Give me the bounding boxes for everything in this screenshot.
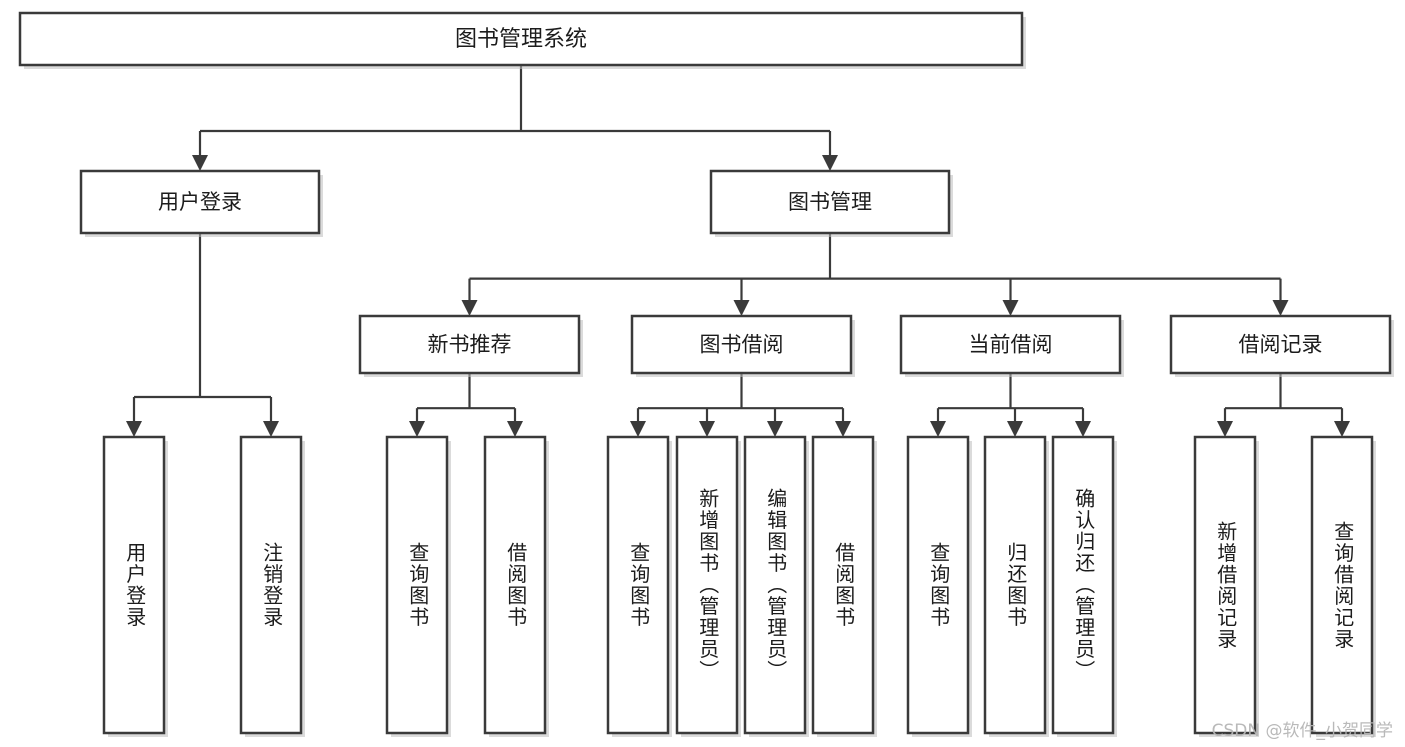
edge-group-book-manage xyxy=(461,233,1289,316)
edge-arrowhead xyxy=(507,421,523,437)
edge-arrowhead xyxy=(699,421,715,437)
edge-arrowhead xyxy=(767,421,783,437)
edge-arrowhead xyxy=(126,421,142,437)
node-user-login[interactable]: 用户登录 xyxy=(79,169,323,237)
node-borrow-record[interactable]: 借阅记录 xyxy=(1169,314,1394,377)
node-leaf-edit-book[interactable] xyxy=(743,435,809,737)
edge-arrowhead xyxy=(1272,300,1289,316)
edge-arrowhead xyxy=(263,421,279,437)
node-leaf-query-book-borrow[interactable] xyxy=(606,435,672,737)
node-leaf-query-book-rec[interactable] xyxy=(385,435,451,737)
node-leaf-user-login[interactable] xyxy=(102,435,168,737)
node-leaf-query-record[interactable] xyxy=(1310,435,1376,737)
node-leaf-user-logout[interactable] xyxy=(239,435,305,737)
edge-group-new-book-recommend xyxy=(409,373,523,437)
node-label: 当前借阅 xyxy=(969,333,1053,357)
edge-arrowhead xyxy=(461,300,478,316)
edge-arrowhead xyxy=(192,155,208,171)
edge-group-current-borrow xyxy=(930,373,1091,437)
edge-arrowhead xyxy=(1002,300,1019,316)
edge-group-root xyxy=(192,65,838,171)
node-label: 图书管理系统 xyxy=(455,27,587,52)
edge-arrowhead xyxy=(930,421,946,437)
node-label: 用户登录 xyxy=(158,190,242,214)
edge-arrowhead xyxy=(630,421,646,437)
node-leaf-borrow-book-rec[interactable] xyxy=(483,435,549,737)
edge-group-book-borrow xyxy=(630,373,851,437)
edge-arrowhead xyxy=(835,421,851,437)
edges-layer xyxy=(126,65,1350,437)
node-label: 图书管理 xyxy=(788,190,872,214)
edge-group-borrow-record xyxy=(1217,373,1350,437)
node-leaf-add-record[interactable] xyxy=(1193,435,1259,737)
edge-arrowhead xyxy=(822,155,838,171)
node-leaf-borrow-book[interactable] xyxy=(811,435,877,737)
node-root[interactable]: 图书管理系统 xyxy=(18,11,1026,69)
node-current-borrow[interactable]: 当前借阅 xyxy=(899,314,1124,377)
node-label: 新书推荐 xyxy=(428,333,512,357)
node-label: 借阅记录 xyxy=(1239,333,1323,357)
edge-arrowhead xyxy=(733,300,750,316)
node-label: 图书借阅 xyxy=(700,333,784,357)
edge-arrowhead xyxy=(409,421,425,437)
edge-arrowhead xyxy=(1217,421,1233,437)
node-leaf-add-book[interactable] xyxy=(675,435,741,737)
node-leaf-confirm-return[interactable] xyxy=(1051,435,1117,737)
edge-group-user-login xyxy=(126,233,279,437)
node-new-book-recommend[interactable]: 新书推荐 xyxy=(358,314,583,377)
edge-arrowhead xyxy=(1007,421,1023,437)
node-book-borrow[interactable]: 图书借阅 xyxy=(630,314,855,377)
node-book-manage[interactable]: 图书管理 xyxy=(709,169,953,237)
node-leaf-query-book-cur[interactable] xyxy=(906,435,972,737)
edge-arrowhead xyxy=(1334,421,1350,437)
node-leaf-return-book[interactable] xyxy=(983,435,1049,737)
edge-arrowhead xyxy=(1075,421,1091,437)
